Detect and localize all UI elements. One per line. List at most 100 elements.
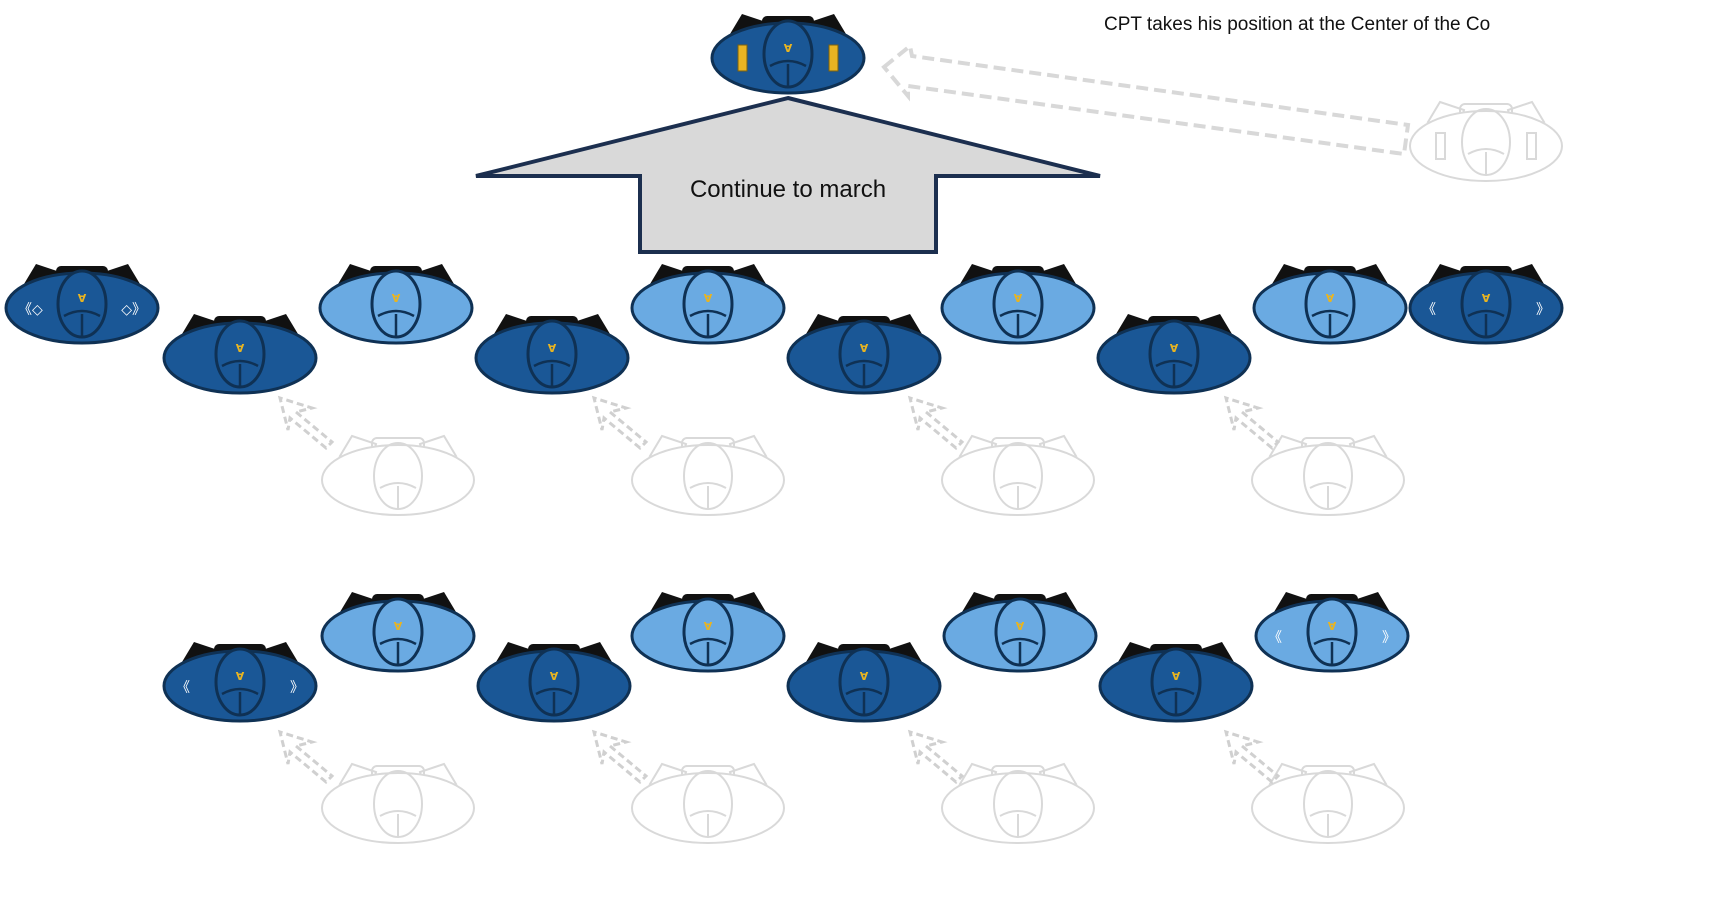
rank-insignia-icon: ∀ [236, 342, 245, 355]
head-detail [1001, 637, 1039, 665]
rank-insignia-icon: ∀ [704, 620, 713, 633]
continue-to-march-label: Continue to march [689, 176, 887, 203]
rank-insignia-icon: ∀ [1014, 292, 1023, 305]
ghost-outline [1409, 100, 1563, 182]
soldier-figure: ∀ [1098, 642, 1254, 723]
ghost-head-detail [689, 810, 727, 837]
row2-original-positions [321, 762, 1405, 844]
rank-insignia-icon: ∀ [78, 292, 87, 305]
sleeve-chevron-icon: 《 [176, 680, 190, 696]
ghost-figure [941, 762, 1095, 844]
ghost-outline [321, 434, 475, 516]
rank-insignia-icon: ∀ [392, 292, 401, 305]
head-detail [845, 359, 883, 387]
ghost-body [631, 444, 785, 516]
ghost-figure [941, 434, 1095, 516]
head-detail [1311, 309, 1349, 337]
movement-arrow [1224, 396, 1280, 450]
captain-bars-icon [737, 44, 748, 72]
ghost-head-detail [999, 482, 1037, 509]
ghost-captain [1409, 100, 1563, 182]
head-detail [533, 359, 571, 387]
head-detail [689, 637, 727, 665]
head-detail [1313, 637, 1351, 665]
captain-original-position [1409, 100, 1563, 182]
ghost-head-detail [379, 810, 417, 837]
movement-arrow [278, 396, 334, 450]
rank-insignia-icon: ∀ [1482, 292, 1491, 305]
ghost-figure [1251, 762, 1405, 844]
front-rank: ∀《◇◇》∀∀∀∀∀∀∀∀∀《》 [4, 264, 1564, 395]
head-detail [221, 359, 259, 387]
head-detail [689, 309, 727, 337]
movement-arrow [278, 730, 334, 784]
head-detail [379, 637, 417, 665]
ghost-head-detail [1309, 810, 1347, 837]
soldier-figure: ∀ [1096, 314, 1252, 395]
ghost-body [941, 444, 1095, 516]
head-detail [63, 309, 101, 337]
ghost-body [321, 772, 475, 844]
ghost-head-detail [689, 482, 727, 509]
soldier-figure: ∀ [474, 314, 630, 395]
sleeve-chevron-icon: 《 [1422, 302, 1436, 318]
ghost-outline [321, 762, 475, 844]
ghost-figure [631, 434, 785, 516]
sleeve-chevron-icon: 《 [1268, 630, 1282, 646]
sleeve-chevron-icon: 》 [290, 680, 304, 696]
ghost-head-detail [1467, 148, 1505, 175]
soldier-figure: ∀ [710, 14, 866, 95]
soldier-figure: ∀《◇◇》 [4, 264, 160, 345]
ghost-head-detail [1309, 482, 1347, 509]
movement-arrow [908, 396, 964, 450]
ghost-body [1251, 772, 1405, 844]
head-detail [535, 687, 573, 715]
captain-movement-arrow [881, 42, 1411, 157]
ghost-figure [1251, 434, 1405, 516]
rank-insignia-icon: ∀ [1172, 670, 1181, 683]
ghost-outline [631, 434, 785, 516]
sleeve-chevron-icon: ◇》 [121, 302, 146, 318]
rank-insignia-icon: ∀ [236, 670, 245, 683]
ghost-body [1251, 444, 1405, 516]
continue-to-march-arrow [475, 95, 1101, 254]
ghost-head-detail [999, 810, 1037, 837]
head-detail [1155, 359, 1193, 387]
movement-arrow [908, 730, 964, 784]
ghost-outline [1251, 762, 1405, 844]
rank-insignia-icon: ∀ [784, 42, 793, 55]
ghost-figure [321, 762, 475, 844]
head-detail [999, 309, 1037, 337]
rank-insignia-icon: ∀ [548, 342, 557, 355]
ghost-outline [941, 434, 1095, 516]
ghost-body [1409, 110, 1563, 182]
head-detail [1467, 309, 1505, 337]
rank-insignia-icon: ∀ [550, 670, 559, 683]
rank-insignia-icon: ∀ [704, 292, 713, 305]
soldier-figure: ∀ [320, 592, 476, 673]
second-rank: ∀《》∀∀∀∀∀∀∀《》 [162, 592, 1410, 723]
ghost-figure [321, 434, 475, 516]
head-detail [1157, 687, 1195, 715]
soldier-figure: ∀ [786, 642, 942, 723]
rank-insignia-icon: ∀ [1326, 292, 1335, 305]
soldier-figure: ∀ [476, 642, 632, 723]
captain-bars-icon [828, 44, 839, 72]
rank-insignia-icon: ∀ [1016, 620, 1025, 633]
movement-arrow [592, 730, 648, 784]
row2-movement-arrows [278, 730, 1280, 784]
movement-arrow [592, 396, 648, 450]
soldier-figure: ∀ [940, 264, 1096, 345]
ghost-outline [1251, 434, 1405, 516]
ghost-head-detail [379, 482, 417, 509]
ghost-body [941, 772, 1095, 844]
sleeve-chevron-icon: 》 [1382, 630, 1396, 646]
soldier-figure: ∀ [942, 592, 1098, 673]
soldier-figure: ∀《》 [1254, 592, 1410, 673]
rank-insignia-icon: ∀ [860, 342, 869, 355]
ghost-outline [631, 762, 785, 844]
soldier-figure: ∀ [630, 264, 786, 345]
soldier-figure: ∀ [630, 592, 786, 673]
rank-insignia-icon: ∀ [860, 670, 869, 683]
